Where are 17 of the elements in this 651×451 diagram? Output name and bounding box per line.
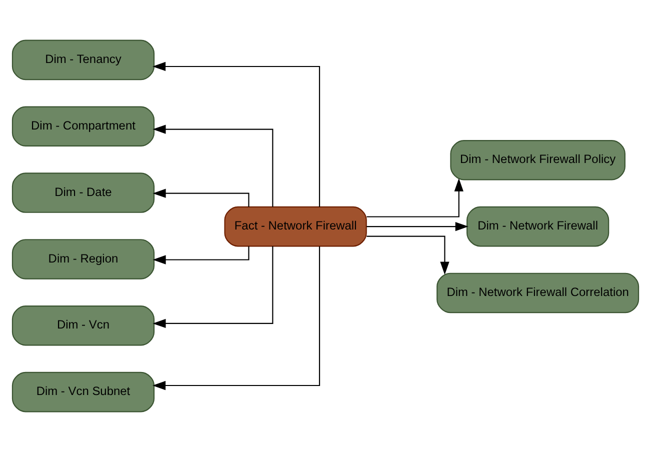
node-box: Dim - Region	[12, 238, 155, 279]
node-box: Dim - Date	[12, 172, 155, 212]
node-box: Dim - Vcn	[12, 304, 155, 346]
node-box: Dim - Vcn Subnet	[12, 371, 155, 412]
arrow	[366, 235, 450, 274]
arrow	[152, 124, 274, 206]
node-box: Dim - Network Firewall Correlation	[436, 272, 640, 313]
node-box: Dim - Tenancy	[12, 39, 155, 80]
arrow	[152, 61, 320, 206]
node-box: Fact - Network Firewall	[224, 206, 367, 246]
arrow	[152, 246, 320, 390]
arrow	[152, 246, 274, 328]
arrow	[366, 178, 464, 217]
node-box: Dim - Compartment	[12, 106, 155, 146]
node-box: Dim - Network Firewall Policy	[450, 139, 626, 180]
node-box: Dim - Network Firewall	[466, 206, 610, 246]
arrow	[366, 221, 468, 231]
